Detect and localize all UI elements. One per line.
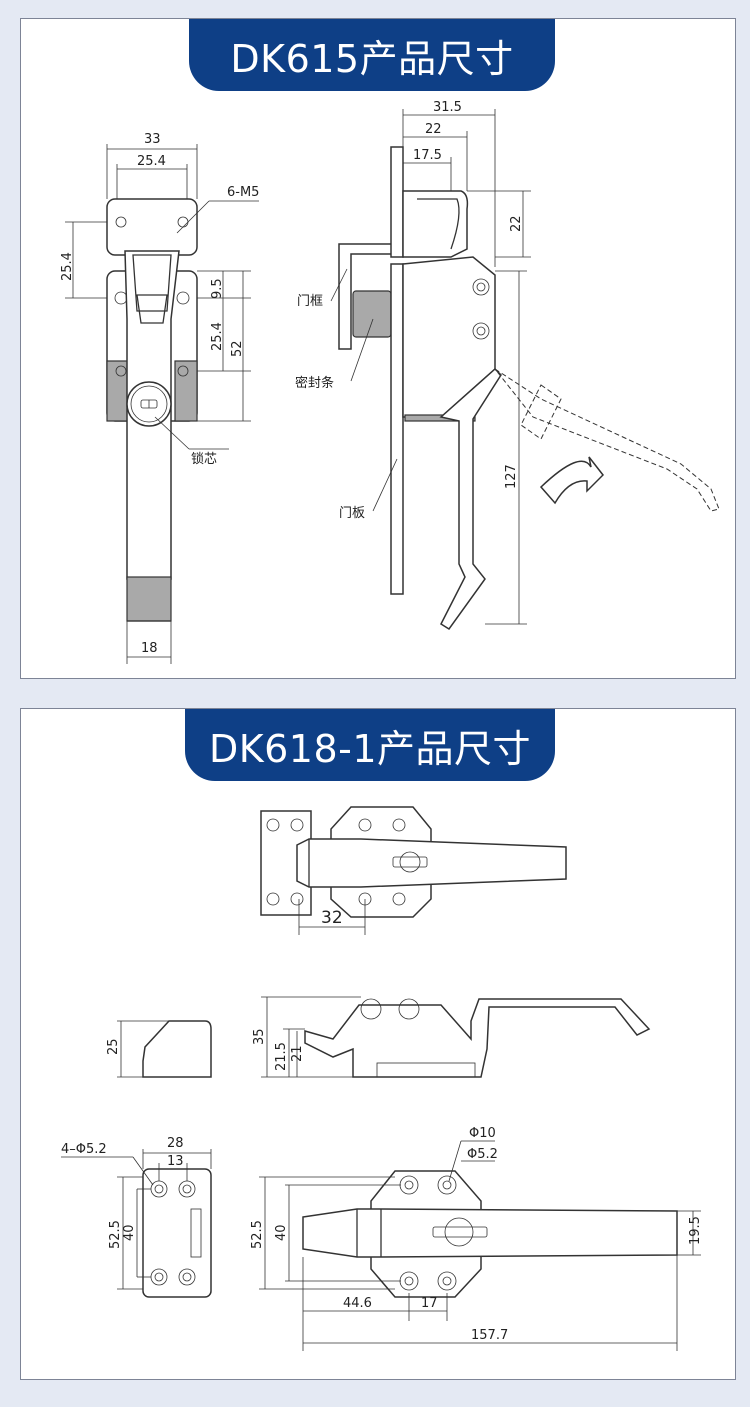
dimension-label: 密封条 — [295, 375, 334, 391]
dimension-label: 25.4 — [60, 252, 75, 281]
dimension-label: 52.5 — [108, 1220, 123, 1249]
dimension-label: 25.4 — [210, 322, 225, 351]
dimension-label: 28 — [167, 1136, 184, 1151]
dimension-label: 17.5 — [413, 148, 442, 163]
dimension-label: Φ5.2 — [467, 1147, 498, 1162]
dimension-label: 9.5 — [210, 278, 225, 299]
dimension-label: 35 — [252, 1028, 267, 1045]
dimension-label: 44.6 — [343, 1296, 372, 1311]
dimension-label: 4–Φ5.2 — [61, 1142, 107, 1157]
dimension-label: 157.7 — [471, 1328, 508, 1343]
dimension-label: 40 — [274, 1224, 289, 1241]
dk615-side-view: 31.5 22 17.5 22 127 门框 密封条 门板 — [295, 100, 720, 631]
dimension-label: 52 — [230, 340, 245, 357]
dk618-drawing: 32 25 35 21.5 21 — [61, 806, 703, 1351]
dk618-latch-side: 35 21.5 21 — [252, 996, 651, 1078]
dimension-label: 31.5 — [433, 100, 462, 115]
dk615-front-view: 33 25.4 6-M5 25.4 9.5 25.4 52 18 — [60, 132, 259, 664]
dimension-label: 21.5 — [274, 1042, 289, 1071]
dimension-label: 21 — [290, 1045, 305, 1062]
dimension-label: 13 — [167, 1154, 184, 1169]
dk618-top-view: 32 — [260, 806, 567, 935]
dimension-label: 25 — [106, 1038, 121, 1055]
dimension-label: 25.4 — [137, 154, 166, 169]
dk618-keeper-side: 25 — [106, 1020, 212, 1078]
dimension-label: 锁芯 — [191, 451, 217, 467]
dimension-label: Φ10 — [469, 1126, 496, 1141]
dk615-title: DK615产品尺寸 — [189, 19, 555, 91]
dk618-panel: DK618-1产品尺寸 32 25 — [20, 708, 736, 1380]
dk618-keeper-top: 4–Φ5.2 28 13 52.5 40 — [61, 1136, 212, 1298]
dk615-drawing: 33 25.4 6-M5 25.4 9.5 25.4 52 18 — [60, 100, 720, 664]
dk615-panel: DK615产品尺寸 33 — [20, 18, 736, 679]
dimension-label: 19.5 — [688, 1216, 703, 1245]
dimension-label: 52.5 — [250, 1220, 265, 1249]
dimension-label: 17 — [421, 1296, 438, 1311]
dimension-label: 22 — [425, 122, 442, 137]
dk618-latch-top: Φ10 Φ5.2 52.5 40 19.5 44.6 17 15 — [250, 1126, 703, 1351]
dimension-label: 127 — [504, 464, 519, 489]
dimension-label: 22 — [509, 215, 524, 232]
dimension-label: 门框 — [297, 294, 323, 309]
dimension-label: 门板 — [339, 506, 365, 521]
dimension-label: 33 — [144, 132, 161, 147]
dimension-label: 40 — [122, 1224, 137, 1241]
dimension-label: 18 — [141, 641, 158, 656]
dimension-label: 32 — [321, 908, 343, 928]
dk618-title: DK618-1产品尺寸 — [185, 709, 555, 781]
dimension-label: 6-M5 — [227, 185, 259, 200]
